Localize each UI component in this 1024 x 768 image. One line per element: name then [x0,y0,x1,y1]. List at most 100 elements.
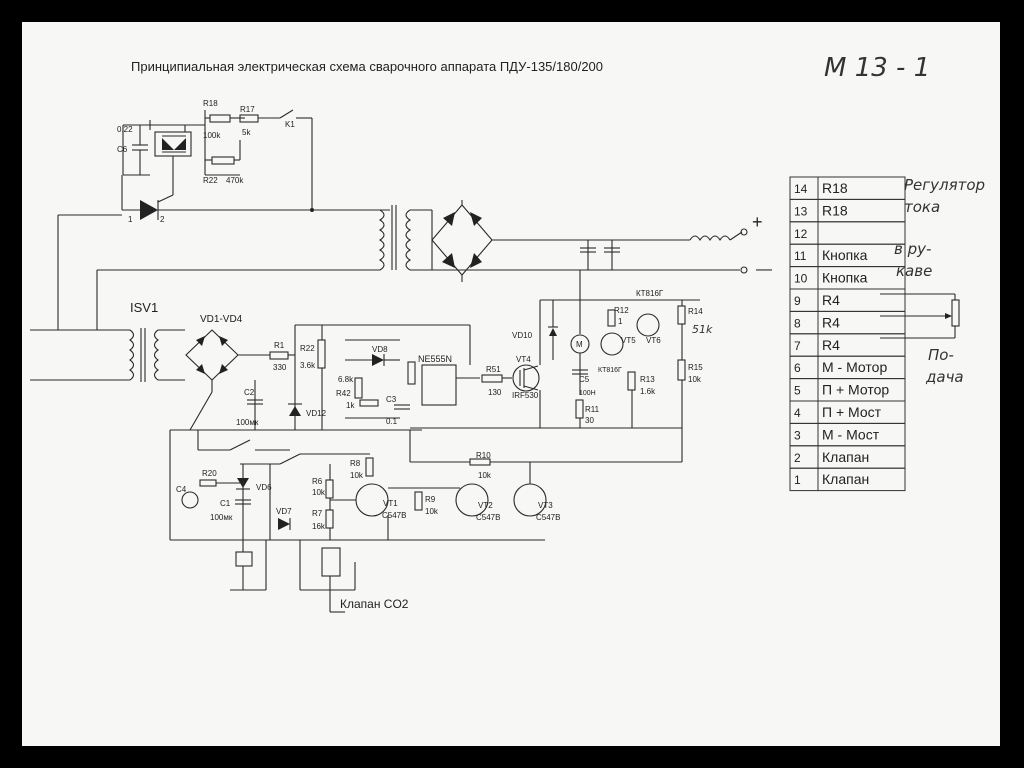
r15-label: R15 [688,363,703,372]
r22b-label: R22 [300,344,315,353]
terminal-label: R4 [822,337,840,353]
terminal-number: 11 [794,249,807,263]
r1-label: R1 [274,341,285,350]
vd8-label: VD8 [372,345,388,354]
handwritten-current-reg-1: Регулятор [904,176,985,194]
terminal-label: R4 [822,314,840,330]
r10-value: 10k [478,471,492,480]
lower-section: C4 R20 VD6 C1 100мк VD7 R6 10k R7 16k R8… [169,429,682,613]
r10-label: R10 [476,451,491,460]
r8-label: R8 [350,459,361,468]
terminal-number: 6 [794,361,801,375]
vt5-label: VT5 [621,336,636,345]
r17-value: 5k [242,128,251,137]
r12-label: R12 [614,306,629,315]
terminal-number: 12 [794,227,808,241]
c6-label: C6 [117,145,128,154]
minus-terminal: — [756,261,772,278]
irf530-label: IRF530 [512,391,539,400]
r42-value: 1k [346,401,355,410]
terminal-label: Клапан [822,449,869,465]
terminal-number: 1 [794,473,801,487]
r13-label: R13 [640,375,655,384]
vt4-label: VT4 [516,355,531,364]
vt1-label: VT1 [383,499,398,508]
r-6-8k-value: 6.8k [338,375,354,384]
r51-value: 130 [488,388,502,397]
vd10-label: VD10 [512,331,533,340]
r11-value: 30 [585,416,594,425]
k1-label: K1 [285,120,295,129]
main-transformer [57,205,432,330]
r22a-label: R22 [203,176,218,185]
terminal-label: Клапан [822,471,869,487]
handwritten-button-1: в ру- [894,240,931,258]
vd6-label: VD6 [256,483,272,492]
top-control-section: 0.22 C6 R18 100k R17 5k K1 [117,99,390,224]
c2-value: 100мк [236,418,259,427]
r15-value: 10k [688,375,702,384]
r1-value: 330 [273,363,287,372]
pin2-label: 2 [160,215,165,224]
r8-value: 10k [350,471,364,480]
terminal-number: 13 [794,204,808,218]
plus-terminal: + [752,212,763,232]
c1-label: C1 [220,499,231,508]
r14-handwritten-value: 51k [692,323,713,336]
terminal-number: 14 [794,182,808,196]
terminal-row [789,333,906,357]
terminal-label: Кнопка [822,247,868,263]
terminal-number: 2 [794,451,801,465]
terminal-number: 5 [794,384,801,398]
terminal-number: 7 [794,339,801,353]
vt3-label: VT3 [538,501,553,510]
terminal-number: 10 [794,272,808,286]
vt1-type: C547B [382,511,406,520]
isv1-transformer: ISV1 [30,300,185,382]
output-filter: + — [580,212,772,278]
vd1-vd4-label: VD1-VD4 [200,314,243,325]
page-title: Принципиальная электрическая схема сваро… [131,59,603,74]
r22b-value: 3.6k [300,361,316,370]
r4-potentiometer [880,293,960,339]
ne555-label: NE555N [418,354,452,364]
terminal-number: 4 [794,406,801,420]
c3-value: 0.1 [386,417,398,426]
handwritten-feed-2: дача [925,368,964,386]
r13-value: 1.6k [640,387,656,396]
terminal-row [789,467,906,492]
terminal-label: R18 [822,202,848,218]
vd1-vd4-bridge: VD1-VD4 [185,314,270,431]
r9-value: 10k [425,507,439,516]
vt2-type: C547B [476,513,500,522]
terminal-row [789,288,906,312]
terminal-label: Кнопка [822,270,868,286]
main-diode-bridge [431,200,740,282]
r22a-value: 470k [226,176,244,185]
r20-label: R20 [202,469,217,478]
motor-symbol: M [576,340,583,349]
r17-label: R17 [240,105,255,114]
c4-label: C4 [176,485,187,494]
r7-label: R7 [312,509,323,518]
terminal-number: 9 [794,294,801,308]
r9-label: R9 [425,495,436,504]
terminal-number: 8 [794,316,801,330]
sheet-mark: М 13 - 1 [824,53,930,83]
r51-label: R51 [486,365,501,374]
r18-value: 100k [203,131,221,140]
c6-value: 0.22 [117,125,133,134]
terminal-label: М - Мост [822,426,880,442]
c1-value: 100мк [210,513,233,522]
handwritten-button-2: каве [896,262,932,280]
r6-label: R6 [312,477,323,486]
terminal-label: R4 [822,292,840,308]
terminal-number: 3 [794,428,801,442]
kt816-mid-label: КТ816Г [598,367,622,374]
r18-label: R18 [203,99,218,108]
r6-value: 10k [312,488,326,497]
isv1-label: ISV1 [130,300,158,315]
c5-value: 100H [579,390,596,397]
r42-label: R42 [336,389,351,398]
